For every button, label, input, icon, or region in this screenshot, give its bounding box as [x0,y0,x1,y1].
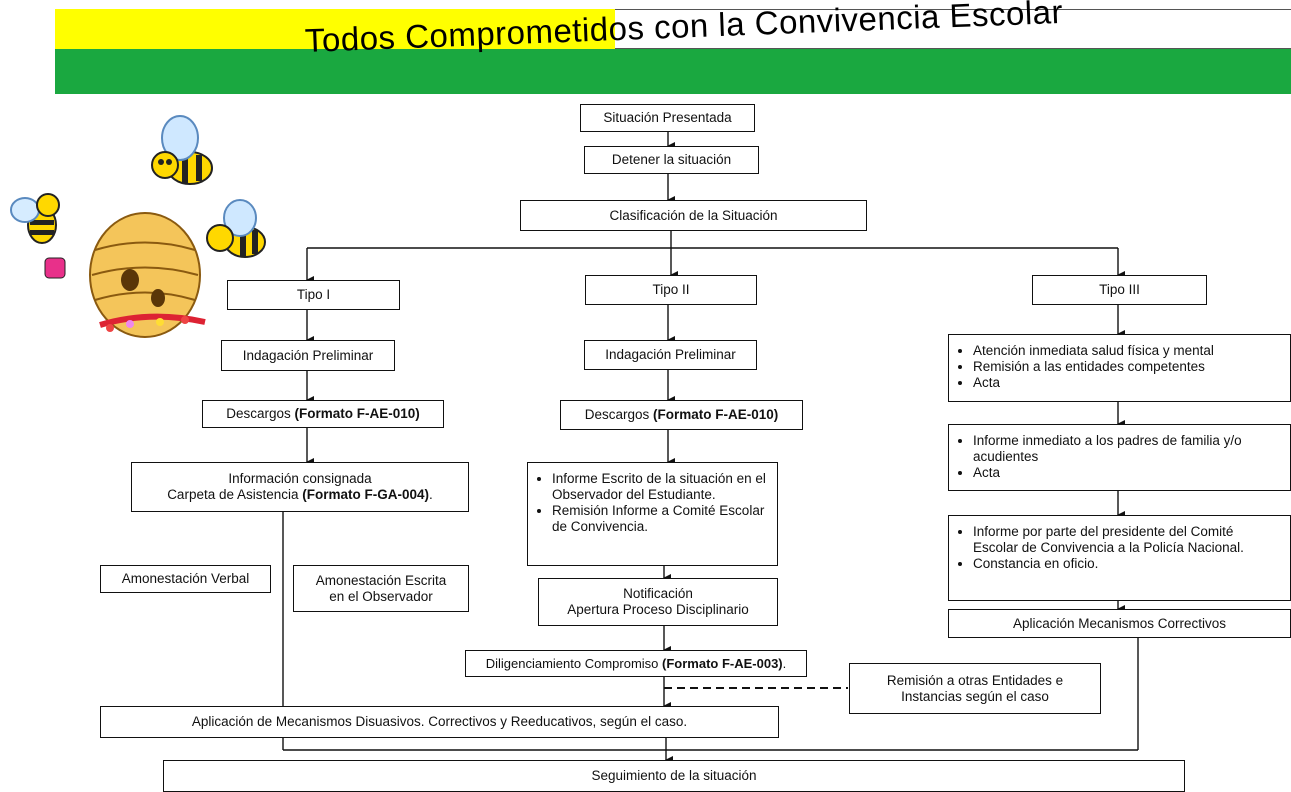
amonestacion-verbal-label: Amonestación Verbal [121,571,250,586]
list-item: Acta [973,375,1214,391]
tipo-1-info-line1: Información consignada [228,471,372,486]
detener-label: Detener la situación [611,152,732,167]
seguimiento-box: Seguimiento de la situación [163,760,1185,792]
tipo-3-informe-policia-list: Informe por parte del presidente del Com… [949,524,1290,572]
list-item: Informe inmediato a los padres de famili… [973,433,1280,465]
tipo-2-indagacion-box: Indagación Preliminar [584,340,757,370]
list-item: Remisión a las entidades competentes [973,359,1214,375]
remision-line1: Remisión a otras Entidades e [886,672,1064,688]
seguimiento-label: Seguimiento de la situación [591,768,757,783]
tipo-2-descargos-format: (Formato F-AE-010) [653,407,779,422]
notificacion-box: Notificación Apertura Proceso Disciplina… [538,578,778,626]
beehive-icon [89,212,206,338]
amonestacion-escrita-line2: en el Observador [329,588,433,604]
tipo-2-descargos-box: Descargos (Formato F-AE-010) [560,400,803,430]
aplicacion-mecanismos-label: Aplicación de Mecanismos Disuasivos. Cor… [191,714,688,729]
tipo-1-descargos-box: Descargos (Formato F-AE-010) [202,400,444,428]
list-item: Remisión Informe a Comité Escolar de Con… [552,503,777,535]
bee-right-icon [206,199,266,258]
tipo-3-atencion-list: Atención inmediata salud física y mental… [949,343,1214,391]
aplicacion-mecanismos-box: Aplicación de Mecanismos Disuasivos. Cor… [100,706,779,738]
tipo-3-box: Tipo III [1032,275,1207,305]
list-item: Atención inmediata salud física y mental [973,343,1214,359]
tipo-1-label: Tipo I [296,287,331,302]
tipo-1-indagacion-box: Indagación Preliminar [221,340,395,371]
amonestacion-verbal-box: Amonestación Verbal [100,565,271,593]
header-white-band [615,9,1291,49]
amonestacion-escrita-line1: Amonestación Escrita [315,572,447,588]
amonestacion-escrita-box: Amonestación Escrita en el Observador [293,565,469,612]
diligenciamiento-suffix: . [782,655,787,671]
notificacion-line2: Apertura Proceso Disciplinario [567,602,749,617]
tipo-1-info-suffix: . [429,487,433,502]
tipo-3-informe-policia-box: Informe por parte del presidente del Com… [948,515,1291,601]
tipo-2-informe-list: Informe Escrito de la situación en el Ob… [528,471,777,535]
list-item: Informe Escrito de la situación en el Ob… [552,471,777,503]
list-item: Acta [973,465,1280,481]
diligenciamiento-box: Diligenciamiento Compromiso (Formato F-A… [465,650,807,677]
situacion-label: Situación Presentada [603,110,732,125]
tipo-3-aplicacion-label: Aplicación Mecanismos Correctivos [1012,615,1227,631]
diligenciamiento-format: (Formato F-AE-003) [662,655,783,671]
bees-illustration [10,115,266,338]
tipo-2-descargos-label: Descargos [584,407,653,422]
tipo-1-indagacion-label: Indagación Preliminar [242,347,374,363]
tipo-1-informacion-box: Información consignada Carpeta de Asiste… [131,462,469,512]
tipo-3-atencion-box: Atención inmediata salud física y mental… [948,334,1291,402]
list-item: Constancia en oficio. [973,556,1280,572]
tipo-2-informe-box: Informe Escrito de la situación en el Ob… [527,462,778,566]
situacion-presentada-box: Situación Presentada [580,104,755,132]
tipo-1-descargos-label: Descargos [226,406,295,421]
tipo-2-indagacion-label: Indagación Preliminar [605,347,736,362]
tipo-2-label: Tipo II [652,282,690,297]
tipo-3-aplicacion-box: Aplicación Mecanismos Correctivos [948,609,1291,638]
diligenciamiento-label: Diligenciamiento Compromiso [485,655,663,671]
header-yellow-band [55,9,615,49]
clasificacion-label: Clasificación de la Situación [609,207,778,223]
tipo-1-info-line2: Carpeta de Asistencia [167,487,303,502]
tipo-1-descargos-format: (Formato F-AE-010) [294,406,420,421]
clasificacion-box: Clasificación de la Situación [520,200,867,231]
header-green-band [55,49,1291,94]
remision-entidades-box: Remisión a otras Entidades e Instancias … [849,663,1101,714]
tipo-2-box: Tipo II [585,275,757,305]
notificacion-line1: Notificación [623,586,693,601]
remision-line2: Instancias según el caso [901,688,1049,704]
tipo-1-box: Tipo I [227,280,400,310]
tipo-3-label: Tipo III [1099,282,1140,297]
detener-situacion-box: Detener la situación [584,146,759,174]
tipo-3-informe-padres-box: Informe inmediato a los padres de famili… [948,424,1291,491]
list-item: Informe por parte del presidente del Com… [973,524,1280,556]
bee-left-icon [10,193,66,279]
bee-top-icon [151,115,213,185]
tipo-1-info-format: (Formato F-GA-004) [302,487,430,502]
tipo-3-informe-padres-list: Informe inmediato a los padres de famili… [949,433,1290,481]
